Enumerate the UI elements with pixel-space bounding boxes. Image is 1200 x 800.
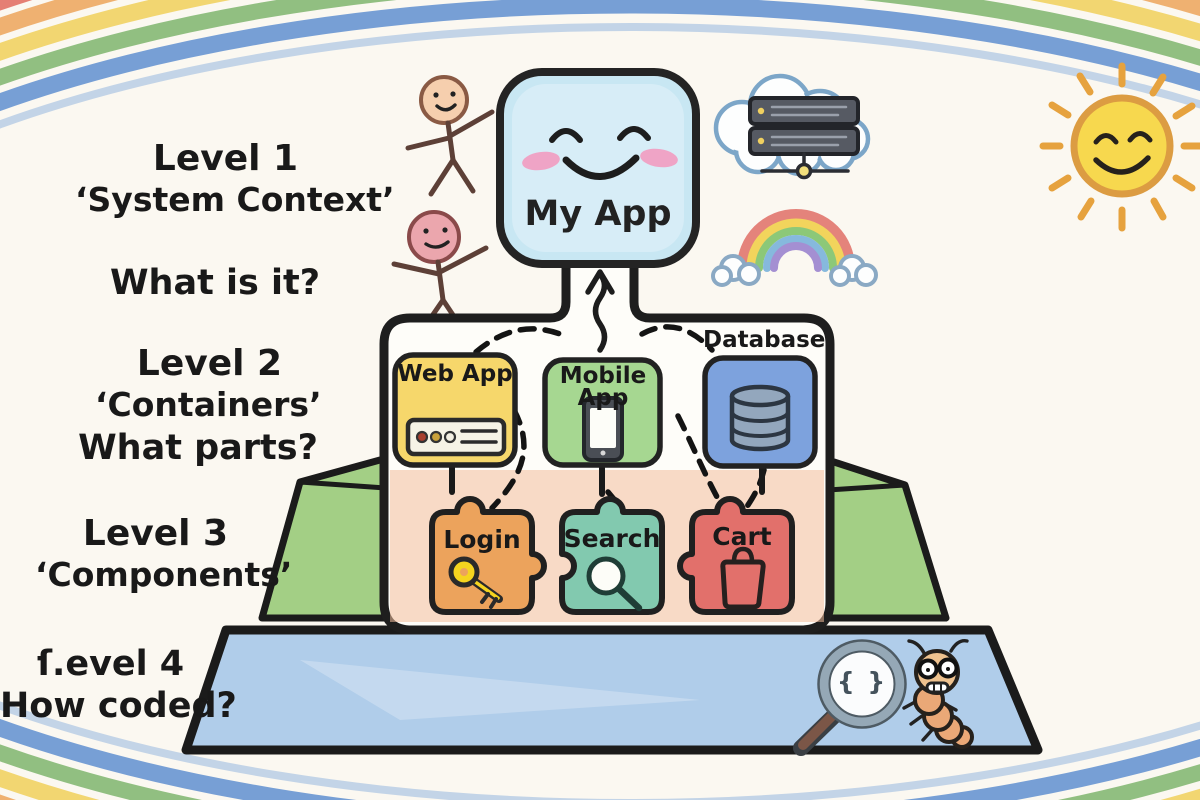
mobile-app-label-line1: Mobile: [559, 363, 647, 389]
up-arrow-icon: [585, 269, 615, 353]
magnifier-code-icon: [793, 639, 907, 756]
magnifier-icon: [586, 556, 643, 612]
level-4-question: How coded?: [0, 686, 237, 726]
database-label: Database: [703, 327, 826, 353]
smiley-face: [522, 126, 678, 180]
component-cart: [677, 496, 795, 615]
level-3-title: Level 3: [82, 513, 229, 554]
search-label: Search: [563, 524, 661, 553]
stick-figure-icon: [405, 75, 495, 197]
level-2-title: Level 2: [136, 343, 283, 384]
container-web-app: [392, 352, 518, 468]
mobile-app-label-line2: App: [577, 385, 629, 411]
code-braces-label: { }: [836, 667, 888, 696]
container-mobile-app: [542, 357, 663, 468]
phone-icon: [582, 396, 624, 462]
level-1-title: Level 1: [152, 138, 299, 179]
system-my-app: [496, 68, 700, 268]
web-app-label: Web App: [397, 361, 513, 387]
container-stubs: [449, 463, 765, 497]
database-icon: [729, 384, 791, 452]
server-rack-icon: [748, 96, 860, 180]
level-3-subtitle: ‘Components’: [35, 555, 293, 594]
sun-icon: [1039, 62, 1200, 232]
cloud-servers-icon: [713, 73, 871, 180]
blue-step: [181, 625, 1043, 755]
container-database: [702, 355, 818, 469]
level-1-subtitle: ‘System Context’: [75, 180, 395, 219]
level-4-title: ſ.evel 4: [36, 644, 185, 684]
component-login: [429, 496, 547, 615]
bug-icon: [902, 639, 974, 749]
browser-icon: [405, 417, 507, 457]
level-2-question: What parts?: [78, 428, 318, 468]
level-1-question: What is it?: [109, 263, 321, 303]
level-2-subtitle: ‘Containers’: [95, 385, 322, 424]
my-app-label: My App: [524, 194, 672, 234]
cart-label: Cart: [712, 522, 772, 551]
stick-figure-icon: [391, 210, 489, 335]
login-label: Login: [443, 525, 521, 554]
shopping-bag-icon: [720, 546, 766, 610]
component-search: [559, 496, 665, 615]
key-icon: [448, 556, 503, 609]
rainbow-icon: [711, 209, 878, 287]
